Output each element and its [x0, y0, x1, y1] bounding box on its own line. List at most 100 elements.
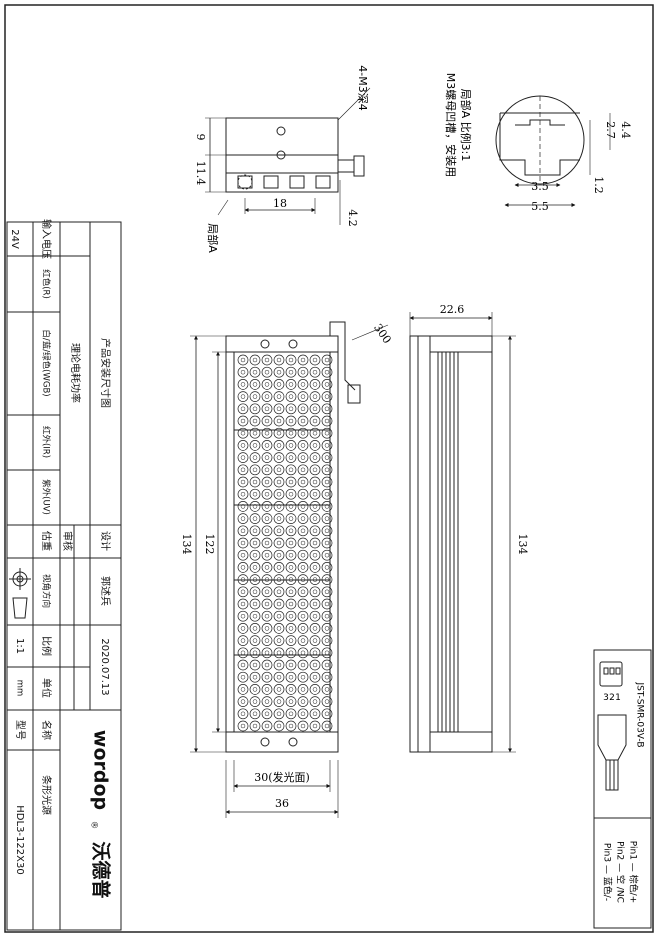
led-lens	[276, 504, 282, 509]
connector-pin-num-1: 1	[615, 693, 621, 703]
led-lens	[312, 565, 318, 570]
led	[237, 549, 249, 561]
led-lens	[300, 601, 306, 607]
led-lens	[252, 455, 258, 460]
led	[249, 610, 261, 622]
led-lens	[312, 662, 318, 668]
led-lens	[264, 455, 270, 460]
led	[273, 379, 285, 390]
led	[309, 647, 321, 659]
led-lens	[264, 418, 270, 424]
led-lens	[240, 443, 246, 448]
led	[309, 354, 321, 366]
led-lens	[300, 699, 306, 704]
led	[285, 623, 297, 634]
led	[309, 403, 321, 415]
led	[261, 464, 273, 476]
led	[273, 440, 285, 451]
led-lens	[264, 516, 270, 521]
led-lens	[324, 638, 330, 643]
led	[285, 647, 297, 659]
led-lens	[324, 565, 330, 570]
tb-model-value: HDL3-122X30	[14, 805, 25, 874]
led	[285, 391, 297, 402]
led-lens	[276, 467, 282, 473]
led-lens	[252, 430, 258, 436]
led	[321, 391, 333, 402]
led-lens	[300, 504, 306, 509]
led-lens	[276, 479, 282, 485]
led-lens	[300, 467, 306, 473]
led-lens	[312, 418, 318, 424]
led-lens	[288, 418, 294, 424]
led	[249, 623, 261, 634]
dim-front-122: 122	[203, 534, 216, 555]
led-lens	[312, 723, 318, 729]
led	[309, 537, 321, 549]
led-lens	[288, 491, 294, 497]
led-lens	[240, 406, 246, 412]
led	[273, 452, 285, 463]
led	[285, 659, 297, 671]
led	[321, 549, 333, 561]
led	[237, 379, 249, 390]
led-lens	[300, 406, 306, 412]
led	[321, 366, 333, 378]
led-lens	[276, 601, 282, 607]
led	[285, 549, 297, 561]
led-lens	[264, 528, 270, 534]
drawing-frame	[4, 4, 654, 933]
led	[285, 427, 297, 439]
led-lens	[276, 650, 282, 656]
led	[309, 440, 321, 451]
led	[273, 501, 285, 512]
led	[273, 574, 285, 585]
led	[273, 415, 285, 427]
led	[321, 537, 333, 549]
led-lens	[276, 699, 282, 704]
led	[261, 720, 273, 732]
led	[285, 415, 297, 427]
led	[309, 452, 321, 463]
led-lens	[264, 552, 270, 558]
led-lens	[252, 491, 258, 497]
led-lens	[252, 687, 258, 692]
led-lens	[300, 491, 306, 497]
led-lens	[324, 711, 330, 717]
led-lens	[300, 455, 306, 460]
led	[261, 574, 273, 585]
led	[261, 440, 273, 451]
led	[261, 403, 273, 415]
led-lens	[276, 687, 282, 692]
led-lens	[300, 577, 306, 582]
led-lens	[252, 479, 258, 485]
detail-dim-4-4: 4.4	[619, 121, 632, 139]
detail-title: 局部A 比例3:1	[459, 89, 473, 162]
led-lens	[324, 577, 330, 582]
led	[309, 464, 321, 476]
led	[261, 452, 273, 463]
led	[297, 720, 309, 732]
led	[249, 366, 261, 378]
led	[309, 610, 321, 622]
led	[237, 403, 249, 415]
led	[273, 403, 285, 415]
led-lens	[312, 516, 318, 521]
led	[309, 476, 321, 488]
led-lens	[312, 626, 318, 631]
led-lens	[324, 443, 330, 448]
led	[237, 610, 249, 622]
led	[249, 464, 261, 476]
led	[309, 586, 321, 598]
led-lens	[276, 491, 282, 497]
led	[321, 708, 333, 720]
led-lens	[324, 650, 330, 656]
led	[261, 488, 273, 500]
led	[285, 574, 297, 585]
led	[297, 403, 309, 415]
led-lens	[288, 528, 294, 534]
led	[261, 671, 273, 683]
connector-pin1: Pin1 — 棕色/+	[628, 841, 640, 903]
tb-red: 红色(R)	[41, 269, 52, 299]
